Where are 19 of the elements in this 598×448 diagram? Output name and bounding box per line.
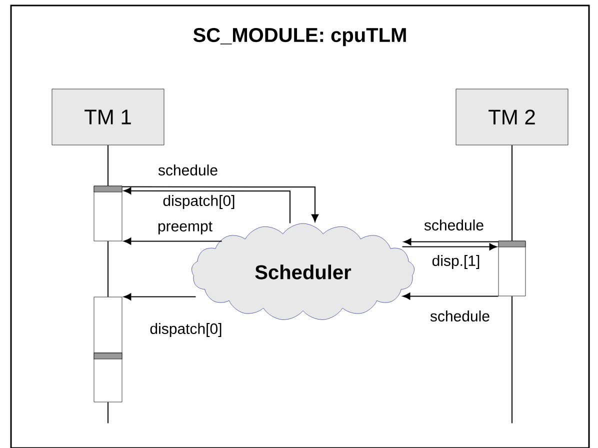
message-arrow	[122, 186, 319, 222]
message-arrow	[402, 292, 499, 300]
edge-label: dispatch[0]	[162, 194, 236, 210]
activation-bar	[498, 240, 526, 296]
message-arrow	[123, 187, 290, 224]
lifeline-box: TM 2	[456, 88, 568, 146]
edge-label: disp.[1]	[431, 254, 481, 270]
message-arrow	[123, 238, 222, 245]
edge-label: dispatch[0]	[149, 322, 223, 338]
message-arrow	[123, 293, 196, 300]
activation-bar	[94, 186, 122, 242]
activation-bar	[94, 352, 122, 402]
edge-label: schedule	[429, 310, 491, 322]
activation-bar	[94, 296, 122, 354]
message-arrow	[404, 238, 499, 246]
lifeline-box: TM 1	[52, 88, 164, 146]
edge-label: schedule	[157, 164, 219, 176]
edge-label: schedule	[423, 219, 485, 232]
message-arrow	[402, 243, 498, 250]
